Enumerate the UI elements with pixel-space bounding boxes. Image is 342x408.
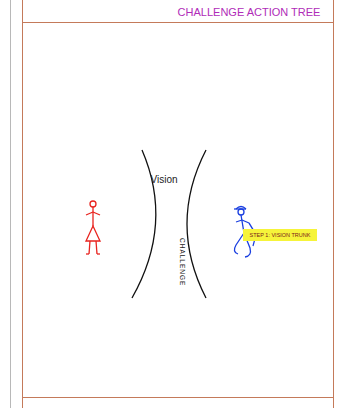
frame-line: [333, 0, 334, 408]
trunk-shape: VisionCHALLENGE: [130, 148, 208, 300]
step-tag: STEP 1: VISION TRUNK: [243, 229, 317, 241]
step-label: STEP 1: VISION TRUNK: [243, 229, 317, 241]
trunk-curve: [132, 150, 156, 298]
trunk-label: Vision: [144, 174, 184, 186]
trunk-outline: [130, 148, 208, 300]
frame-line: [22, 397, 334, 398]
frame-line: [22, 0, 23, 408]
frame-line: [22, 22, 334, 23]
diagram-title: CHALLENGE ACTION TREE: [165, 6, 333, 19]
margin-line: [10, 0, 11, 408]
trunk-curve: [187, 150, 206, 298]
trunk-vertical-label: CHALLENGE: [178, 238, 186, 286]
girl-figure: [86, 201, 100, 254]
